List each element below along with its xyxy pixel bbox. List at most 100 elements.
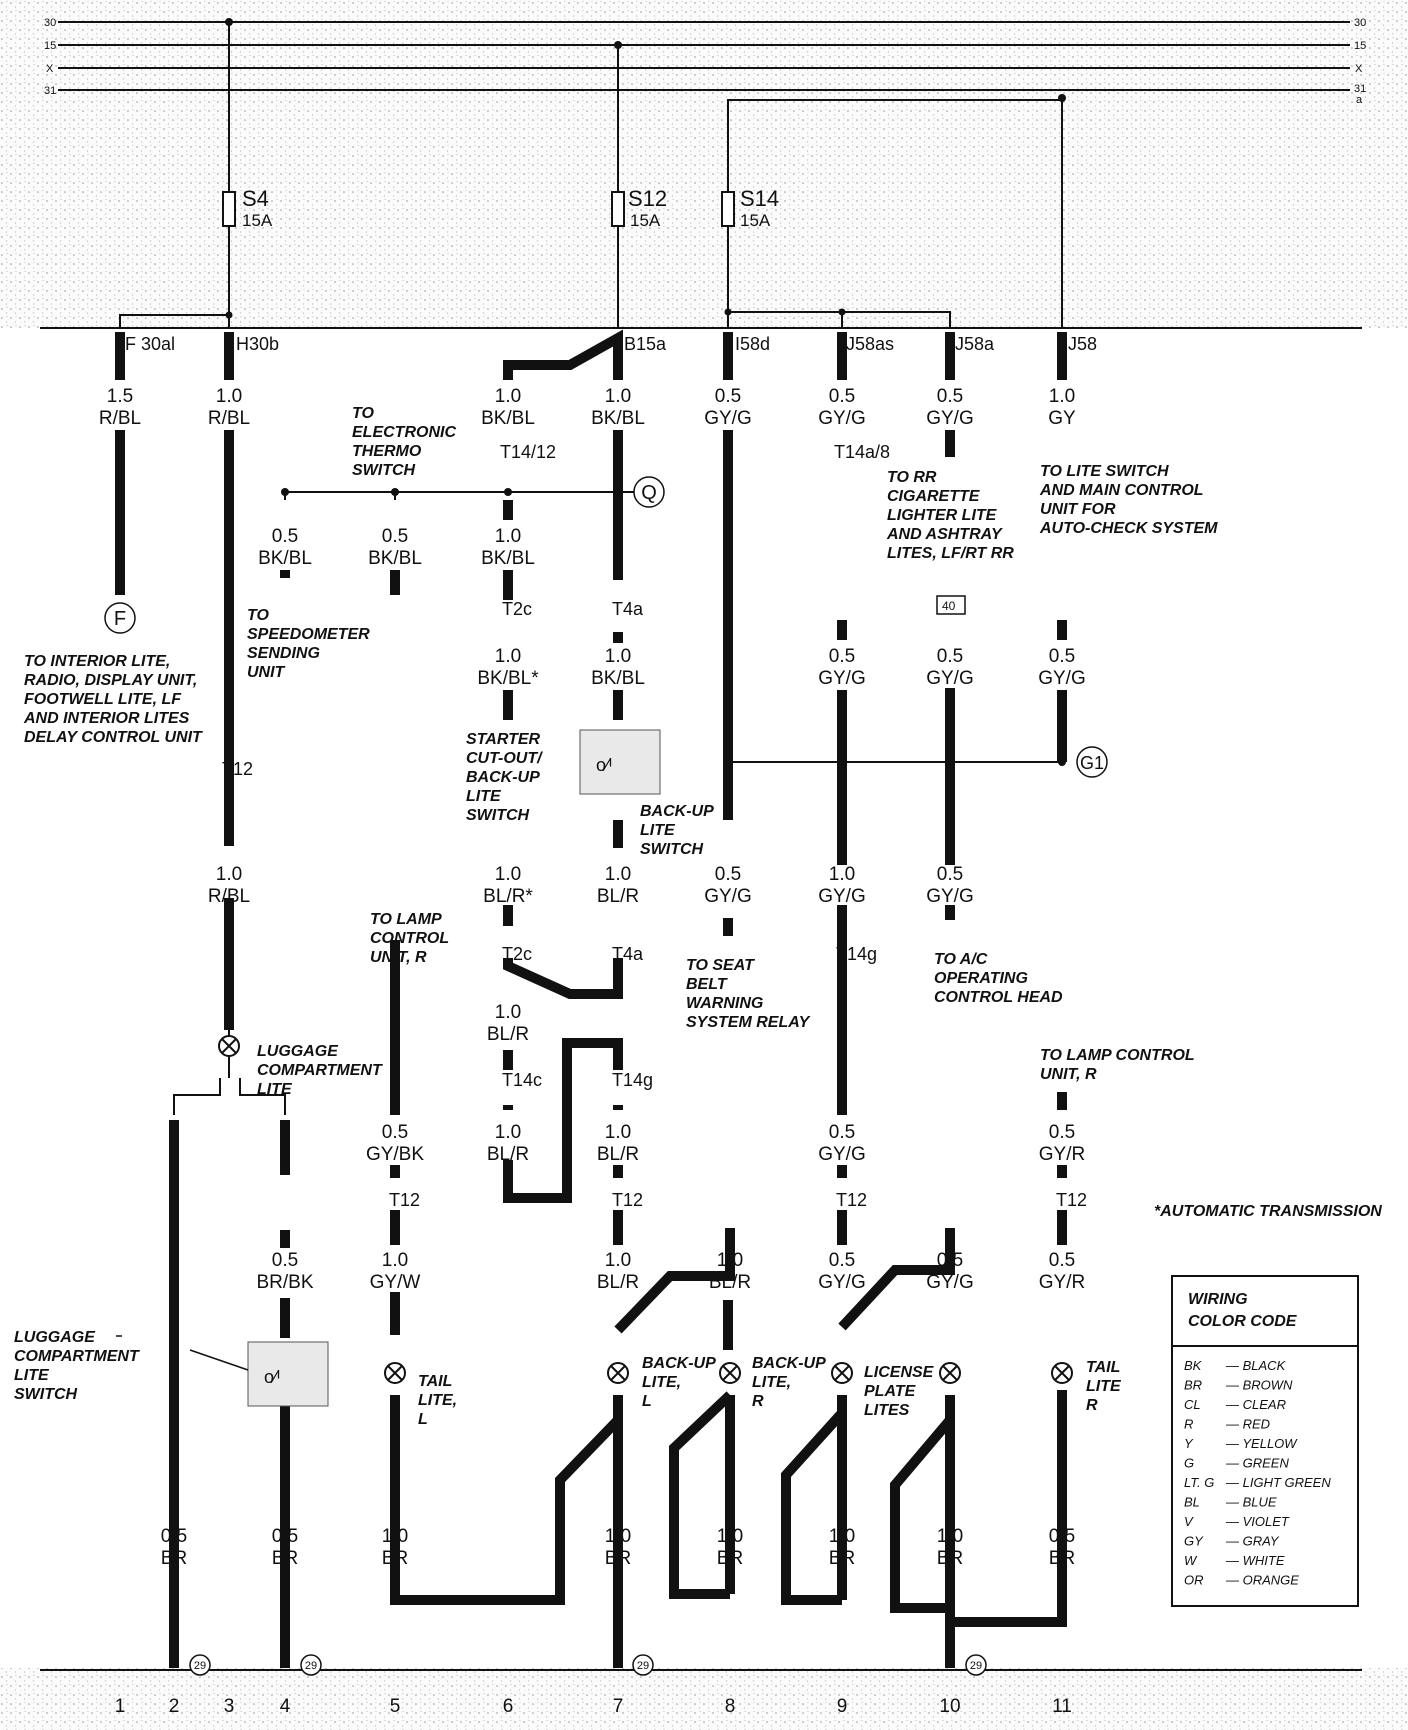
svg-text:BL/R: BL/R: [487, 1144, 529, 1165]
svg-text:CONTROL HEAD: CONTROL HEAD: [934, 989, 1063, 1006]
svg-text:LUGGAGE: LUGGAGE: [257, 1043, 339, 1060]
svg-text:T12: T12: [389, 1190, 420, 1210]
color-code-name: — BROWN: [1225, 1378, 1293, 1393]
color-code-name: — CLEAR: [1225, 1397, 1286, 1412]
svg-text:0.5: 0.5: [382, 1122, 408, 1143]
color-code-name: — LIGHT GREEN: [1225, 1475, 1331, 1490]
svg-text:9: 9: [837, 1696, 848, 1717]
svg-text:T12: T12: [1056, 1190, 1087, 1210]
svg-text:TO RR: TO RR: [887, 469, 937, 486]
svg-text:GY/G: GY/G: [818, 1272, 866, 1293]
svg-text:0.5: 0.5: [829, 386, 855, 407]
ref-g1: G1: [1080, 753, 1104, 773]
ground-29-d: 29: [970, 1660, 982, 1672]
svg-text:40: 40: [942, 599, 956, 613]
svg-text:1.0: 1.0: [495, 526, 521, 547]
svg-text:1.0: 1.0: [605, 864, 631, 885]
svg-text:TO A/C: TO A/C: [934, 951, 988, 968]
svg-text:BR: BR: [717, 1548, 743, 1569]
wire-runs: [115, 329, 1067, 1668]
svg-text:LITE: LITE: [1086, 1378, 1122, 1395]
color-code-abbr: BR: [1184, 1378, 1202, 1393]
svg-text:BR: BR: [382, 1548, 408, 1569]
svg-text:1.0: 1.0: [829, 864, 855, 885]
svg-text:T2c: T2c: [502, 599, 532, 619]
svg-text:OPERATING: OPERATING: [934, 970, 1028, 987]
svg-text:R/BL: R/BL: [208, 886, 250, 907]
bulbs: [218, 1035, 1073, 1384]
svg-text:BR/BK: BR/BK: [256, 1272, 313, 1293]
svg-text:15A: 15A: [242, 211, 273, 230]
svg-text:SWITCH: SWITCH: [352, 462, 416, 479]
svg-text:BL/R: BL/R: [597, 886, 639, 907]
svg-text:LITE,: LITE,: [752, 1374, 791, 1391]
bus-x-right: X: [1355, 63, 1363, 75]
svg-text:WARNING: WARNING: [686, 995, 763, 1012]
svg-text:LITE: LITE: [466, 788, 502, 805]
svg-text:1.0: 1.0: [605, 646, 631, 667]
svg-text:DELAY CONTROL UNIT: DELAY CONTROL UNIT: [24, 729, 203, 746]
svg-text:LITE: LITE: [640, 822, 676, 839]
svg-text:PLATE: PLATE: [864, 1383, 917, 1400]
svg-text:TO: TO: [247, 607, 269, 624]
svg-text:0.5: 0.5: [937, 386, 963, 407]
svg-text:TO LAMP CONTROL: TO LAMP CONTROL: [1040, 1047, 1195, 1064]
bus-a-right: a: [1356, 94, 1363, 106]
reference-markers: [104, 476, 1108, 1676]
luggage-compartment-lite-switch: o⁄ᴵ: [247, 1341, 329, 1407]
svg-text:2: 2: [169, 1696, 180, 1717]
svg-text:0.5: 0.5: [1049, 646, 1075, 667]
wiring-color-code: WIRING COLOR CODE: [1171, 1275, 1359, 1607]
svg-text:SPEEDOMETER: SPEEDOMETER: [247, 626, 370, 643]
svg-text:T2c: T2c: [502, 944, 532, 964]
svg-text:3: 3: [224, 1696, 235, 1717]
svg-text:BK/BL: BK/BL: [368, 548, 422, 569]
svg-text:15A: 15A: [630, 211, 661, 230]
svg-text:T12: T12: [836, 1190, 867, 1210]
svg-text:15A: 15A: [740, 211, 771, 230]
svg-text:1.0: 1.0: [717, 1526, 743, 1547]
svg-text:COLOR CODE: COLOR CODE: [1188, 1313, 1298, 1330]
terminal-j58a: J58a: [955, 334, 995, 354]
svg-text:S14: S14: [740, 186, 779, 211]
ground-29-c: 29: [637, 1660, 649, 1672]
svg-text:7: 7: [613, 1696, 624, 1717]
svg-text:BK/BL: BK/BL: [258, 548, 312, 569]
terminal-f30al: F 30al: [125, 334, 175, 354]
svg-text:o⁄ᴵ: o⁄ᴵ: [596, 755, 612, 775]
svg-text:TO SEAT: TO SEAT: [686, 957, 755, 974]
color-code-abbr: BK: [1184, 1358, 1203, 1373]
svg-text:0.5: 0.5: [829, 1250, 855, 1271]
ground-strip-area: [0, 1668, 1408, 1730]
svg-text:R: R: [752, 1393, 764, 1410]
svg-text:THERMO: THERMO: [352, 443, 422, 460]
svg-text:BK/BL: BK/BL: [481, 548, 535, 569]
bus-15-right: 15: [1354, 40, 1366, 52]
svg-text:0.5: 0.5: [272, 1526, 298, 1547]
svg-text:LITES: LITES: [864, 1402, 910, 1419]
wire-labels: 1.5R/BL 1.0R/BL 1.0BK/BL 1.0BK/BL 0.5GY/…: [99, 386, 1086, 1569]
svg-text:SWITCH: SWITCH: [466, 807, 530, 824]
svg-text:SWITCH: SWITCH: [14, 1386, 78, 1403]
svg-text:1.5: 1.5: [107, 386, 133, 407]
svg-text:BL/R: BL/R: [597, 1272, 639, 1293]
svg-text:SWITCH: SWITCH: [640, 841, 704, 858]
color-code-abbr: LT. G: [1184, 1475, 1214, 1490]
svg-text:TAIL: TAIL: [418, 1373, 452, 1390]
svg-text:0.5: 0.5: [161, 1526, 187, 1547]
svg-text:T14/12: T14/12: [500, 442, 556, 462]
svg-text:AUTO-CHECK SYSTEM: AUTO-CHECK SYSTEM: [1039, 520, 1218, 537]
svg-text:T14a/8: T14a/8: [834, 442, 890, 462]
svg-text:AND INTERIOR LITES: AND INTERIOR LITES: [23, 710, 190, 727]
svg-text:T14g: T14g: [612, 1070, 653, 1090]
svg-text:1.0: 1.0: [382, 1250, 408, 1271]
connector-labels: T14/12 T14a/8 T2c T4a T12 T2c T4a T14g T…: [222, 442, 1087, 1210]
bus-30-left: 30: [44, 17, 56, 29]
svg-text:0.5: 0.5: [829, 1122, 855, 1143]
bus-lines: [58, 21, 1350, 91]
color-code-abbr: Y: [1184, 1436, 1194, 1451]
svg-text:T14c: T14c: [502, 1070, 542, 1090]
svg-text:TO LITE SWITCH: TO LITE SWITCH: [1040, 463, 1169, 480]
svg-text:BACK-UP: BACK-UP: [466, 769, 540, 786]
